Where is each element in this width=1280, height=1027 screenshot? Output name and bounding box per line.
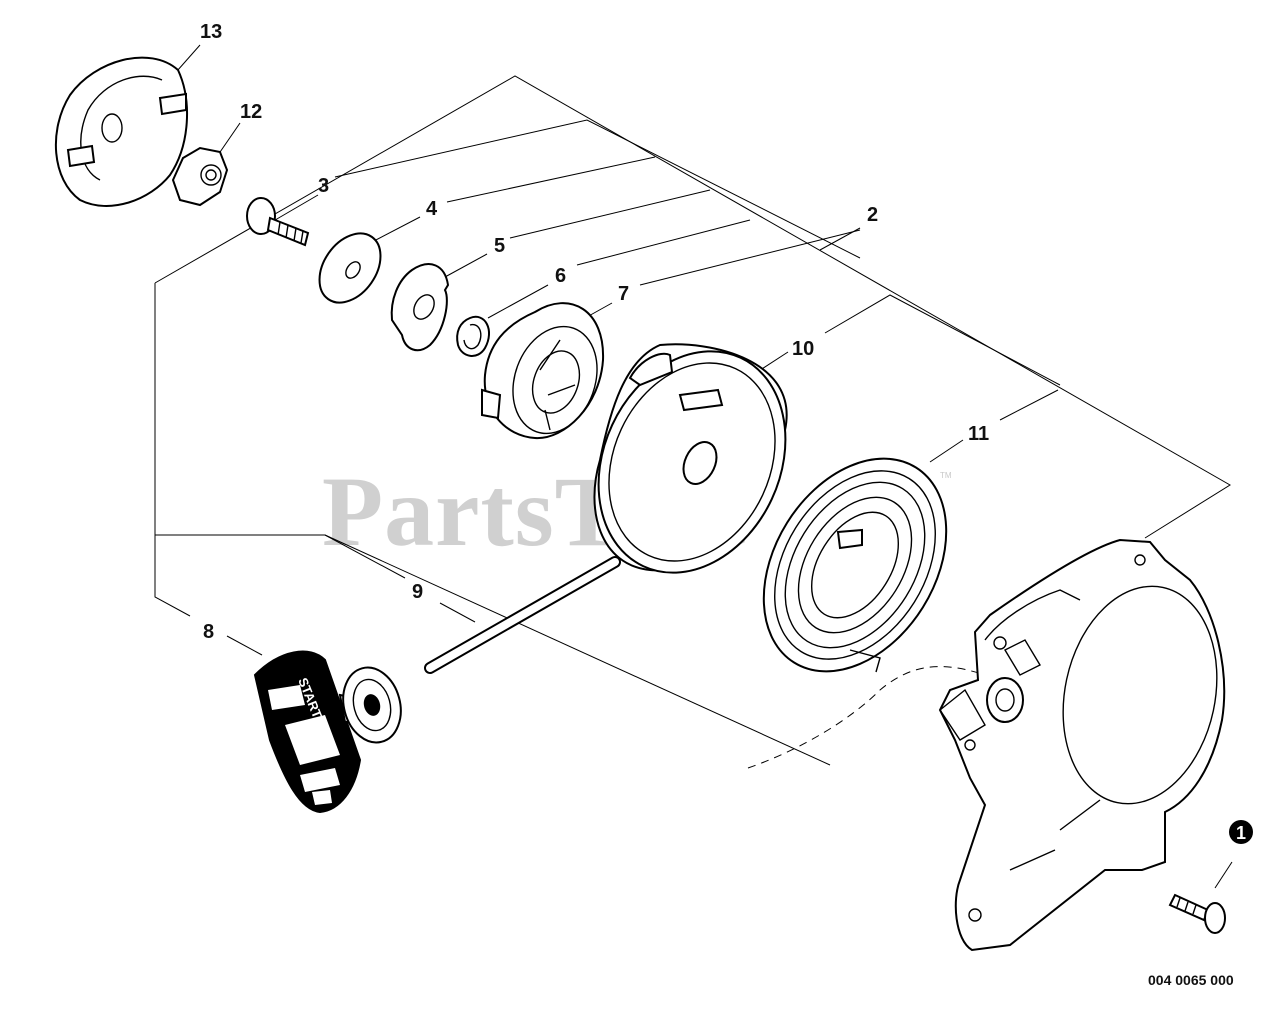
part-1-bolt xyxy=(1168,893,1226,934)
part-10-reel xyxy=(593,343,788,574)
callout-labels: 13 12 3 4 5 6 7 2 10 11 9 8 xyxy=(200,21,989,643)
part-12-nut xyxy=(171,146,229,207)
callout-11: 11 xyxy=(968,423,989,445)
callout-13: 13 xyxy=(200,21,222,43)
callout-2: 2 xyxy=(867,204,878,226)
callout-8: 8 xyxy=(203,621,214,643)
watermark-trademark: TM xyxy=(940,471,952,480)
part-11-spring xyxy=(762,457,948,673)
callout-1-badge: 1 xyxy=(1229,820,1253,844)
callout-1: 1 xyxy=(1236,823,1246,843)
part-8-handle: START xyxy=(253,650,402,814)
callout-10: 10 xyxy=(792,338,814,360)
drawing-number: 004 0065 000 xyxy=(1148,972,1234,988)
callout-12: 12 xyxy=(240,101,262,123)
part-4-washer xyxy=(318,232,382,304)
part-9-rope xyxy=(424,556,621,674)
callout-7: 7 xyxy=(618,283,629,305)
callout-3: 3 xyxy=(318,175,329,197)
callout-9: 9 xyxy=(412,581,423,603)
part-7-pulley xyxy=(481,302,605,440)
part-6-ring xyxy=(456,315,490,357)
part-2-housing xyxy=(938,538,1226,952)
callout-4: 4 xyxy=(426,198,438,220)
callout-6: 6 xyxy=(555,265,566,287)
callout-5: 5 xyxy=(494,235,505,257)
part-3-screw xyxy=(246,197,310,247)
part-5-ratchet xyxy=(390,263,450,352)
part-13-plate xyxy=(54,56,188,207)
